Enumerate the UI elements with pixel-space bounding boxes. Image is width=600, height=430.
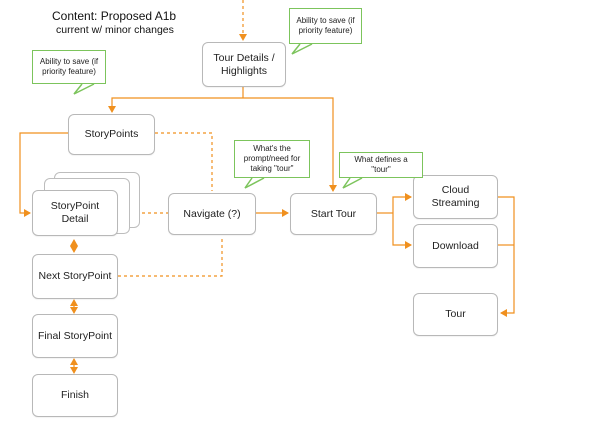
node-storypoints-label: StoryPoints xyxy=(84,128,139,140)
node-tour-details-label: Tour Details / Highlights xyxy=(213,51,275,77)
node-storypoints[interactable]: StoryPoints xyxy=(68,114,155,155)
node-navigate-label: Navigate (?) xyxy=(183,207,241,220)
node-final-storypoint[interactable]: Final StoryPoint xyxy=(32,314,118,358)
node-next-storypoint[interactable]: Next StoryPoint xyxy=(32,254,118,299)
node-cloud-streaming-label: Cloud Streaming xyxy=(431,184,480,209)
note-defines-tour: What defines a "tour" xyxy=(339,152,423,178)
node-download-label: Download xyxy=(432,239,479,252)
node-storypoint-detail[interactable]: StoryPoint Detail xyxy=(32,190,118,236)
node-finish-label: Finish xyxy=(60,389,89,401)
node-cloud-streaming[interactable]: Cloud Streaming xyxy=(413,175,498,219)
node-start-tour-label: Start Tour xyxy=(310,207,357,220)
node-final-storypoint-label: Final StoryPoint xyxy=(37,329,113,342)
diagram-subtitle: current w/ minor changes xyxy=(56,24,174,36)
node-download[interactable]: Download xyxy=(413,224,498,268)
note-save-left-text: Ability to save (if priority feature) xyxy=(39,57,99,76)
node-finish[interactable]: Finish xyxy=(32,374,118,417)
note-save-top-text: Ability to save (if priority feature) xyxy=(296,16,355,35)
note-save-left: Ability to save (if priority feature) xyxy=(32,50,106,84)
note-prompt-need-text: What's the prompt/need for taking "tour" xyxy=(243,144,301,173)
node-tour-label: Tour xyxy=(445,308,466,320)
note-defines-tour-text: What defines a "tour" xyxy=(354,155,408,174)
diagram-title: Content: Proposed A1b xyxy=(52,9,177,23)
note-save-top: Ability to save (if priority feature) xyxy=(289,8,362,44)
node-tour[interactable]: Tour xyxy=(413,293,498,336)
node-navigate[interactable]: Navigate (?) xyxy=(168,193,256,235)
node-next-storypoint-label: Next StoryPoint xyxy=(38,270,112,282)
node-tour-details[interactable]: Tour Details / Highlights xyxy=(202,42,286,87)
node-storypoint-detail-label: StoryPoint Detail xyxy=(50,200,100,225)
node-start-tour[interactable]: Start Tour xyxy=(290,193,377,235)
note-prompt-need: What's the prompt/need for taking "tour" xyxy=(234,140,310,178)
